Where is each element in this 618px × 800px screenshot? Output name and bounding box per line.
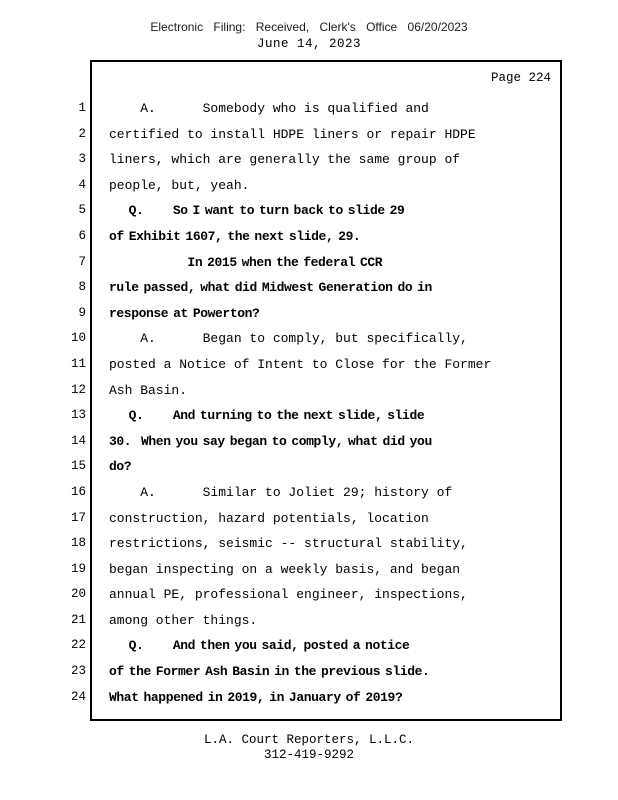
- transcript-line: liners, which are generally the same gro…: [109, 152, 461, 168]
- line-number: 20: [70, 587, 86, 602]
- line-number: 12: [70, 382, 86, 397]
- line-number: 24: [70, 689, 86, 704]
- transcript-line: annual PE, professional engineer, inspec…: [109, 587, 468, 603]
- transcript-line: construction, hazard potentials, locatio…: [109, 510, 429, 526]
- transcript-line: of the Former Ash Basin in the previous …: [109, 664, 430, 680]
- line-number: 7: [78, 254, 86, 269]
- transcript-line: 30. When you say began to comply, what d…: [109, 433, 432, 449]
- line-number: 4: [78, 177, 86, 192]
- transcript-line: Q. And then you said, posted a notice: [109, 638, 410, 654]
- transcript-line: began inspecting on a weekly basis, and …: [109, 561, 461, 577]
- deposition-date: June 14, 2023: [256, 37, 362, 51]
- transcript-line: do?: [109, 459, 132, 475]
- transcript-line: restrictions, seismic -- structural stab…: [109, 536, 468, 552]
- line-number: 11: [70, 356, 86, 371]
- line-number: 3: [78, 152, 86, 167]
- line-number: 14: [70, 433, 86, 448]
- line-number: 8: [78, 280, 86, 295]
- transcript-line: Q. And turning to the next slide, slide: [109, 408, 425, 424]
- page-number-label: Page 224: [490, 71, 551, 85]
- reporter-phone: 312-419-9292: [263, 748, 354, 762]
- transcript-line: Q. So I want to turn back to slide 29: [109, 203, 405, 219]
- line-number: 21: [70, 612, 86, 627]
- line-number: 19: [70, 561, 86, 576]
- line-number: 9: [78, 305, 86, 320]
- line-number: 6: [78, 228, 86, 243]
- transcript-line: A. Somebody who is qualified and: [109, 101, 429, 116]
- transcript-line: of Exhibit 1607, the next slide, 29.: [109, 228, 361, 244]
- transcript-line: response at Powerton?: [109, 305, 260, 321]
- transcript-line: posted a Notice of Intent to Close for t…: [109, 356, 492, 372]
- transcript-line: In 2015 when the federal CCR: [109, 254, 383, 270]
- line-number: 2: [78, 126, 86, 141]
- line-number: 16: [70, 484, 86, 499]
- line-number: 5: [78, 203, 86, 218]
- line-number: 15: [70, 459, 86, 474]
- efiling-stamp: Electronic Filing: Received, Clerk's Off…: [150, 20, 468, 34]
- efiling-header: Electronic Filing: Received, Clerk's Off…: [0, 20, 618, 51]
- line-number: 10: [70, 331, 86, 346]
- transcript-line: people, but, yeah.: [109, 177, 250, 193]
- transcript-line: Ash Basin.: [109, 382, 188, 398]
- transcript-text-body: A. Somebody who is qualified and certifie…: [109, 96, 559, 710]
- line-number: 22: [70, 638, 86, 653]
- line-number: 23: [70, 664, 86, 679]
- transcript-line: certified to install HDPE liners or repa…: [109, 126, 476, 142]
- line-number: 13: [70, 408, 86, 423]
- reporter-company: L.A. Court Reporters, L.L.C.: [203, 733, 415, 747]
- transcript-line: A. Similar to Joliet 29; history of: [109, 484, 453, 500]
- transcript-line: A. Began to comply, but specifically,: [109, 331, 468, 347]
- transcript-line: among other things.: [109, 612, 258, 628]
- reporter-footer: L.A. Court Reporters, L.L.C. 312-419-929…: [0, 733, 618, 763]
- transcript-line: rule passed, what did Midwest Generation…: [109, 280, 432, 296]
- transcript-line: What happened in 2019, in January of 201…: [109, 689, 403, 705]
- line-number: 1: [78, 101, 86, 115]
- line-number: 18: [70, 536, 86, 551]
- line-number: 17: [70, 510, 86, 525]
